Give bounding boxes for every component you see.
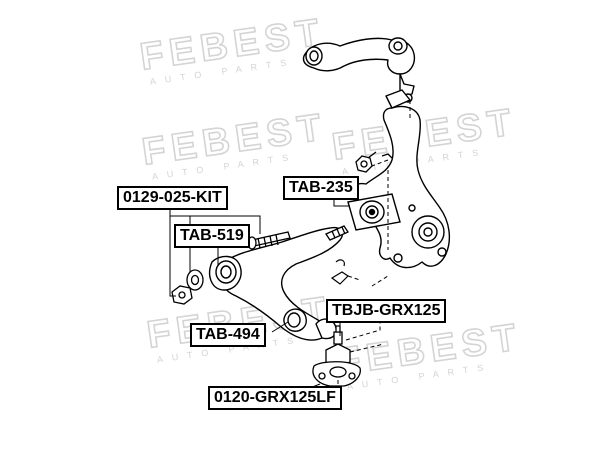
eccentric-washer (186, 269, 204, 291)
lower-arm-stud (325, 225, 349, 241)
steering-knuckle (350, 89, 451, 269)
label-0129-025-kit: 0129-025-KIT (117, 186, 228, 210)
label-tab-235: TAB-235 (283, 176, 359, 200)
watermark-top: FEBEST AUTO PARTS (137, 10, 329, 86)
watermark-lower-right: FEBEST AUTO PARTS (334, 315, 526, 391)
knuckle-nut (355, 151, 393, 173)
tab-235-bushing (347, 193, 401, 231)
adjusting-bolt (247, 231, 291, 250)
label-tab-494: TAB-494 (190, 323, 266, 347)
label-tbjb-grx125: TBJB-GRX125 (326, 299, 447, 323)
lower-control-arm (208, 226, 344, 341)
kit-nut (171, 285, 193, 305)
label-tab-519: TAB-519 (174, 224, 250, 248)
cotter-pin (330, 259, 349, 285)
ball-joint (312, 325, 361, 387)
watermark-mid-left: FEBEST AUTO PARTS (139, 105, 331, 181)
label-0120-grx125lf: 0120-GRX125LF (208, 386, 342, 410)
